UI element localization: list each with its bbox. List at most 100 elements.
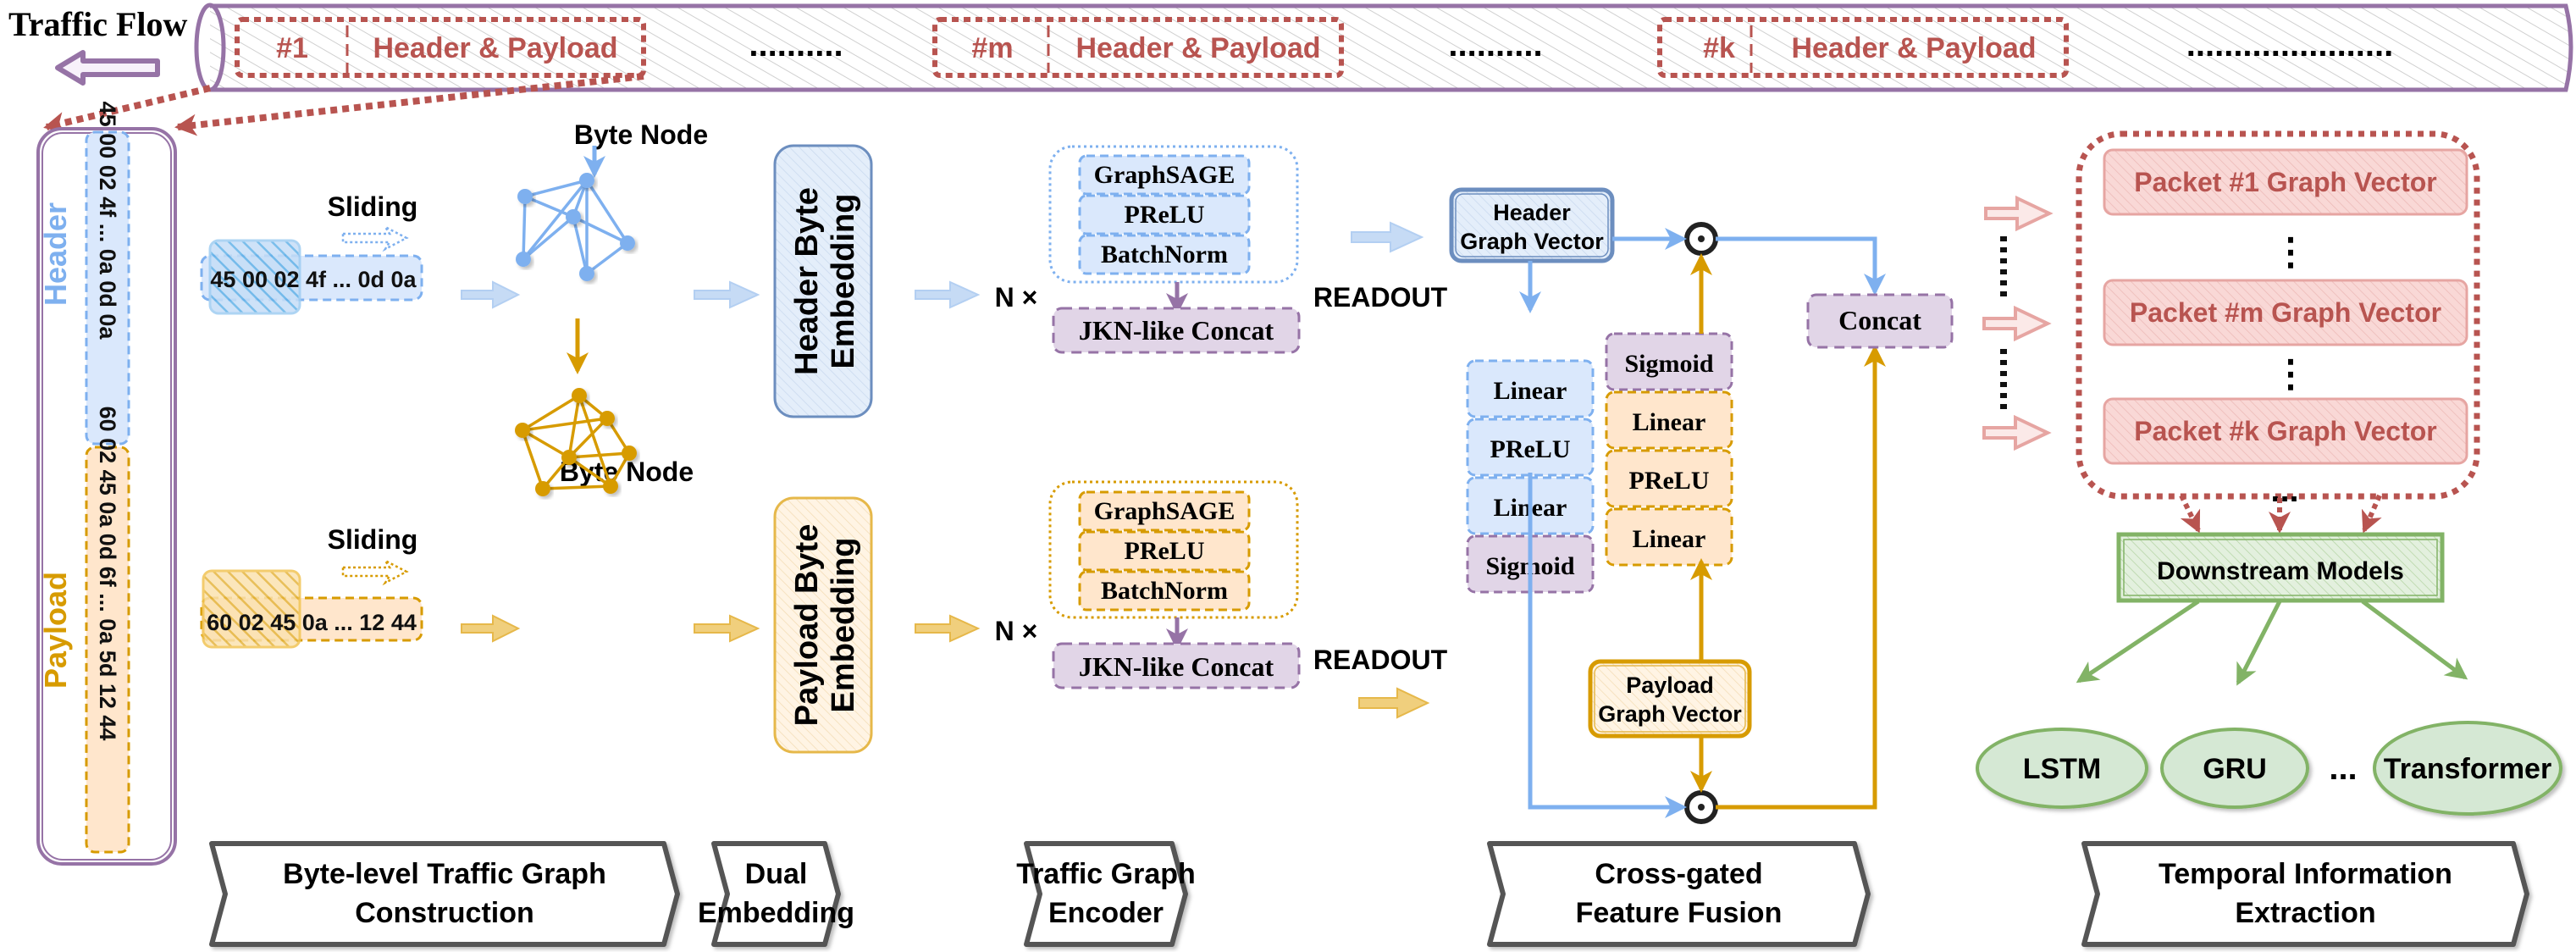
stage-label-line: Embedding <box>698 897 854 929</box>
flow-ellipsis: .......... <box>749 26 843 64</box>
readout-arrow <box>1358 687 1430 719</box>
payload-byte-embedding[interactable]: Payload Byte Embedding <box>773 496 873 754</box>
vector-line-2: Graph Vector <box>1598 701 1742 727</box>
encoder-layer[interactable]: GraphSAGE <box>1078 154 1251 196</box>
model-lstm[interactable]: LSTM <box>1976 728 2148 809</box>
flow-direction-arrow-icon <box>55 50 160 86</box>
graph-edge <box>578 395 612 487</box>
models-ellipsis: ... <box>2329 750 2357 787</box>
packet-column: Header Payload 45 00 02 4f ... 0a 0d 0a … <box>36 102 177 866</box>
packet-id: #m <box>971 32 1013 64</box>
packet-graph-vector[interactable]: Packet #k Graph Vector <box>2103 397 2468 465</box>
gate-layer-label: Linear <box>1494 377 1567 405</box>
fusion-concat[interactable]: Concat <box>1806 293 1954 349</box>
byte-node <box>517 189 533 204</box>
packet-vector-label: Packet #1 Graph Vector <box>2134 167 2437 197</box>
graph-edge <box>542 484 611 490</box>
sliding-label: Sliding <box>328 524 418 555</box>
gate-layer-label: Linear <box>1633 525 1706 553</box>
packet-label: Header & Payload <box>1791 32 2036 64</box>
payload-jkn-concat[interactable]: JKN-like Concat <box>1052 642 1301 689</box>
byte-node <box>622 446 637 461</box>
byte-node <box>566 209 581 224</box>
gate-layer-linear[interactable]: Linear <box>1605 507 1733 567</box>
model-label: Transformer <box>2384 753 2551 785</box>
packet-label: Header & Payload <box>1075 32 1320 64</box>
payload-graph-vector[interactable]: Payload Graph Vector <box>1588 659 1752 739</box>
flow-packet-k[interactable]: #k Header & Payload <box>1657 17 2069 78</box>
byte-node <box>516 252 531 267</box>
graph-edge <box>522 196 527 260</box>
repeat-label: N × <box>995 282 1038 313</box>
graph-edge <box>522 394 580 432</box>
payload-window-bytes: 60 02 45 0a ... 12 44 <box>207 610 417 635</box>
header-byte-graph <box>516 146 635 281</box>
embedding-line-1: Payload Byte <box>789 524 825 727</box>
flow-packet-m[interactable]: #m Header & Payload <box>932 17 1344 78</box>
gate-layer-label: Linear <box>1633 408 1706 436</box>
gate-layer-linear[interactable]: Linear <box>1466 359 1595 418</box>
byte-node <box>572 388 587 403</box>
payload-bytes: 60 02 45 0a 0d 6f ... 0a 5d 12 44 <box>95 407 120 741</box>
model-transformer[interactable]: Transformer <box>2373 721 2562 816</box>
downstream-label: Downstream Models <box>2157 557 2404 585</box>
stage-label-line: Feature Fusion <box>1576 897 1783 929</box>
flow-arrow <box>915 280 981 309</box>
encoder-layer[interactable]: GraphSAGE <box>1078 490 1251 532</box>
traffic-flow: Traffic Flow #1 Header & Payload .......… <box>8 3 2573 136</box>
byte-node <box>579 173 594 188</box>
byte-node <box>620 235 635 251</box>
more-vectors-ellipsis: ... <box>2270 472 2298 509</box>
packet-graph-vector[interactable]: Packet #m Graph Vector <box>2103 279 2468 346</box>
model-gru[interactable]: GRU <box>2160 728 2309 809</box>
vertical-ellipsis: ⋮ <box>2272 353 2309 395</box>
stage-label-line: Encoder <box>1048 897 1164 929</box>
payload-byte-graph <box>515 318 637 496</box>
encoder-layer[interactable]: PReLU <box>1078 530 1251 572</box>
graph-edge <box>522 179 589 261</box>
downstream-models[interactable]: Downstream Models <box>2116 532 2445 603</box>
header-byte-embedding[interactable]: Header Byte Embedding <box>773 144 873 418</box>
graph-edge <box>567 395 581 458</box>
model-connectors <box>2076 599 2468 686</box>
packet-id: #k <box>1703 32 1735 64</box>
header-jkn-concat[interactable]: JKN-like Concat <box>1052 307 1301 354</box>
graph-edge <box>522 215 575 261</box>
header-graph-vector[interactable]: Header Graph Vector <box>1449 187 1615 263</box>
gate-layer-sigmoid[interactable]: Sigmoid <box>1605 332 1733 391</box>
stage-label-line: Byte-level Traffic Graph <box>283 858 606 890</box>
encoder-layer[interactable]: BatchNorm <box>1078 234 1251 275</box>
elementwise-product-top <box>1684 222 1718 256</box>
stage-label-line: Dual <box>745 858 808 890</box>
graph-edge <box>524 179 588 198</box>
encoder-layer[interactable]: BatchNorm <box>1078 570 1251 612</box>
flow-packet-1[interactable]: #1 Header & Payload <box>235 17 646 78</box>
packet-label: Header & Payload <box>373 32 617 64</box>
gate-layer-label: PReLU <box>1490 435 1571 463</box>
gate-layer-prelu[interactable]: PReLU <box>1466 418 1595 477</box>
graph-edge <box>568 451 630 459</box>
byte-node <box>603 479 618 494</box>
byte-node <box>561 450 577 465</box>
gate-layer-linear[interactable]: Linear <box>1605 390 1733 450</box>
packet-graph-vector[interactable]: Packet #1 Graph Vector <box>2103 148 2468 216</box>
gate-layer-prelu[interactable]: PReLU <box>1605 449 1733 508</box>
readout-label: READOUT <box>1313 282 1448 313</box>
encoder-layer[interactable]: PReLU <box>1078 194 1251 235</box>
byte-node-label: Byte Node <box>574 119 708 150</box>
flow-pipe <box>210 3 2573 92</box>
graph-edge <box>522 417 608 432</box>
stage-label-line: Extraction <box>2235 897 2375 929</box>
graph-edge <box>585 180 629 244</box>
flow-arrow <box>915 614 981 643</box>
byte-node <box>515 423 530 438</box>
flow-arrow <box>461 614 521 643</box>
